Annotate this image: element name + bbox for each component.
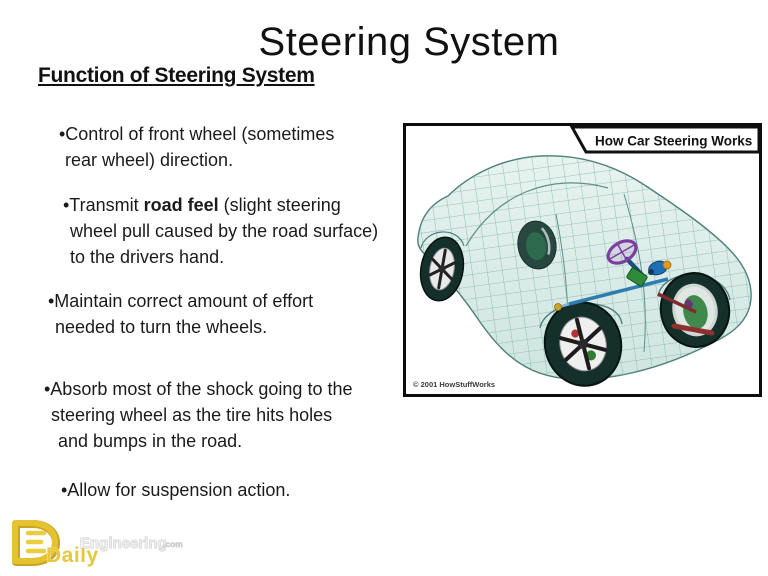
logo-d-monogram bbox=[12, 520, 60, 566]
steering-gearbox bbox=[626, 267, 648, 287]
bullet-absorb-shock: •Absorb most of the shock going to the s… bbox=[44, 376, 352, 454]
bullet-line: •Maintain correct amount of effort bbox=[48, 291, 314, 311]
bullet-control-direction: •Control of front wheel (sometimes rear … bbox=[59, 121, 334, 173]
bullet-line: •Absorb most of the shock going to the bbox=[44, 379, 353, 399]
figure-banner-title: How Car Steering Works bbox=[595, 134, 752, 149]
figure-credit: © 2001 HowStuffWorks bbox=[413, 380, 495, 389]
steering-assembly bbox=[554, 239, 715, 336]
rear-right-wheel bbox=[517, 220, 557, 270]
logo-daily-text: Daily bbox=[46, 544, 99, 567]
bullet-line: wheel pull caused by the road surface) bbox=[70, 221, 379, 241]
section-heading: Function of Steering System bbox=[38, 64, 315, 87]
rear-left-wheel bbox=[419, 236, 465, 302]
bullet-line: steering wheel as the tire hits holes bbox=[51, 405, 333, 425]
front-left-wheel bbox=[543, 301, 623, 387]
daily-engineering-logo: Daily Engineering .com bbox=[6, 516, 216, 574]
bullet-road-feel: •Transmit road feel (slight steering whe… bbox=[63, 192, 378, 270]
steering-figure-panel: How Car Steering Works © 2001 HowStuffWo… bbox=[403, 123, 762, 397]
bullet-text-post: (slight steering bbox=[218, 195, 341, 215]
figure-banner: How Car Steering Works bbox=[569, 126, 759, 154]
bullet-suspension: •Allow for suspension action. bbox=[61, 477, 290, 503]
bullet-line: •Control of front wheel (sometimes bbox=[59, 124, 335, 144]
steering-wheel bbox=[606, 239, 638, 265]
bullet-effort: •Maintain correct amount of effort neede… bbox=[48, 288, 313, 340]
logo-engineering-text: Engineering bbox=[80, 535, 167, 552]
bullet-line: and bumps in the road. bbox=[58, 431, 243, 451]
bullet-text-bold: road feel bbox=[143, 195, 219, 215]
bullet-line: needed to turn the wheels. bbox=[55, 317, 268, 337]
bullet-line: to the drivers hand. bbox=[70, 247, 225, 267]
bullet-line: rear wheel) direction. bbox=[65, 150, 234, 170]
car-wireframe-illustration: How Car Steering Works © 2001 HowStuffWo… bbox=[413, 126, 759, 389]
logo-domain-suffix: .com bbox=[163, 539, 183, 549]
bullet-line: •Allow for suspension action. bbox=[61, 480, 291, 500]
bullet-line: •Transmit road feel (slight steering bbox=[63, 192, 378, 218]
bullet-text-pre: •Transmit bbox=[63, 195, 144, 215]
page-title: Steering System bbox=[258, 20, 560, 64]
